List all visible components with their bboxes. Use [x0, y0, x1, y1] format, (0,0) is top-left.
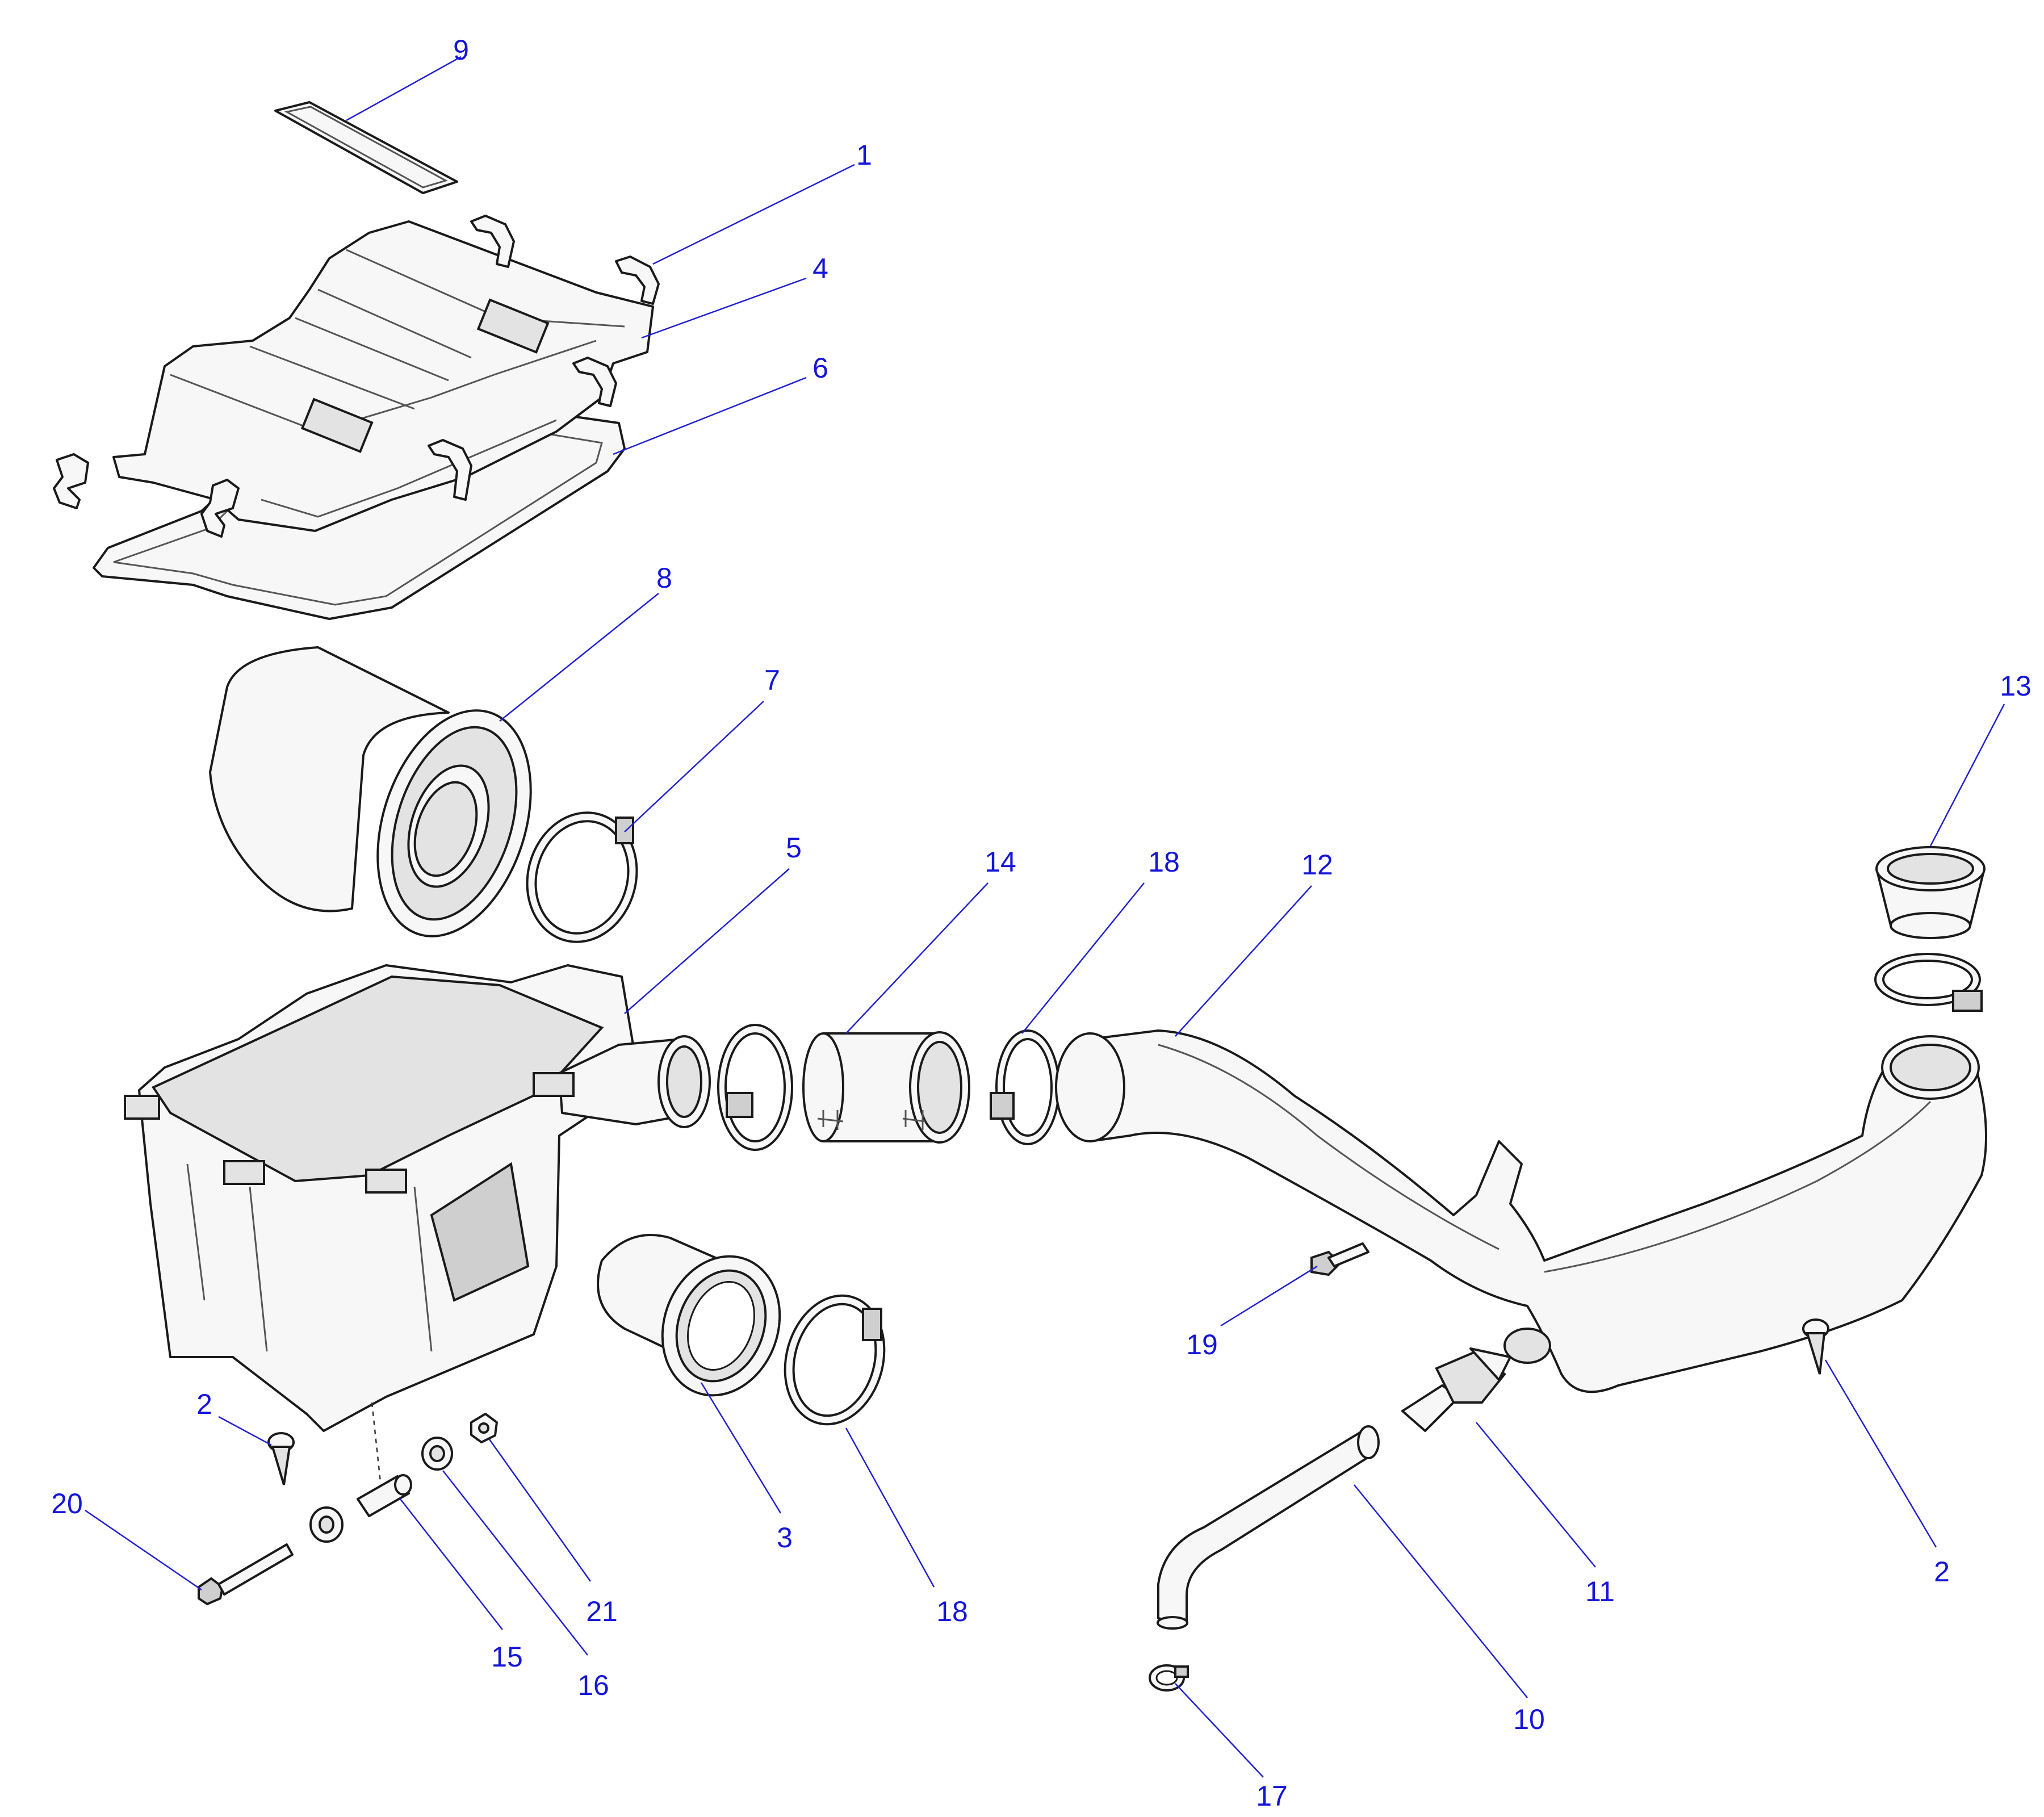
callout-18-lower: 18 [936, 1596, 968, 1627]
leader-2a [218, 1416, 272, 1446]
part-3-boot [597, 1234, 781, 1397]
part-18-clamp-upper [990, 1029, 1060, 1145]
callout-20: 20 [51, 1488, 83, 1519]
callout-11: 11 [1585, 1576, 1615, 1607]
leader-17 [1175, 1683, 1264, 1778]
leader-14 [845, 882, 989, 1034]
callout-2-right: 2 [1934, 1556, 1950, 1588]
callout-1: 1 [856, 139, 872, 171]
leader-6 [613, 376, 807, 455]
leader-19 [1220, 1265, 1318, 1327]
part-16-spacer [309, 1506, 344, 1543]
callouts: 9 1 4 6 8 7 5 14 18 12 13 19 11 10 17 2 … [51, 34, 2032, 1812]
part-7-clamp [526, 811, 638, 943]
part-13-intake-bell [1875, 846, 1986, 939]
callout-21: 21 [586, 1596, 618, 1627]
part-18-clamp-lower [784, 1294, 886, 1426]
part-2-drain-left [267, 1432, 295, 1485]
callout-2-left: 2 [196, 1388, 212, 1420]
callout-7: 7 [764, 664, 780, 696]
part-21-nut [470, 1413, 498, 1443]
leader-9 [346, 56, 462, 122]
leader-10 [1354, 1484, 1528, 1698]
part-2-drain-right [1802, 1318, 1829, 1375]
leader-8 [499, 593, 659, 722]
callout-19: 19 [1186, 1329, 1218, 1360]
part-18-clamp-left [717, 1024, 793, 1151]
callout-18-upper: 18 [1148, 846, 1180, 878]
leader-2b [1824, 1359, 1937, 1548]
part-11-valve [1401, 1347, 1511, 1432]
part-12-intake-tube [1055, 1029, 1987, 1393]
leader-18a [1021, 882, 1145, 1034]
part-16-grommet [421, 1437, 453, 1471]
part-14-coupler [802, 1031, 970, 1144]
callout-3: 3 [777, 1522, 793, 1554]
callout-17: 17 [1256, 1780, 1288, 1812]
leader-1 [652, 164, 855, 265]
part-10-hose [1157, 1425, 1380, 1630]
leader-13 [1929, 704, 2005, 847]
callout-12: 12 [1301, 849, 1333, 881]
leader-21 [488, 1439, 592, 1582]
part-1-clips [53, 215, 660, 538]
leader-12 [1175, 885, 1312, 1037]
callout-16: 16 [577, 1669, 609, 1701]
part-4-airbox-cover [112, 220, 654, 532]
leader-5 [624, 868, 790, 1014]
part-17-clamp [1149, 1664, 1189, 1692]
part-9-sheet [274, 101, 458, 194]
leader-18b [845, 1427, 935, 1588]
part-20-bolt [198, 1543, 294, 1606]
leader-20 [85, 1509, 202, 1591]
callout-13: 13 [2000, 670, 2032, 702]
part-15-sleeve [357, 1474, 412, 1517]
part-5-airbox-base [124, 964, 711, 1432]
callout-4: 4 [812, 253, 828, 284]
callout-15: 15 [491, 1641, 523, 1673]
leader-7 [624, 701, 764, 832]
callout-10: 10 [1513, 1703, 1545, 1735]
leader-3 [700, 1382, 782, 1514]
leader-16 [442, 1470, 588, 1656]
callout-14: 14 [985, 846, 1016, 878]
callout-9: 9 [453, 34, 469, 66]
part-8-air-filter [209, 646, 532, 937]
leader-15 [400, 1498, 503, 1630]
leader-11 [1476, 1422, 1596, 1568]
part-13-clamp [1874, 953, 1983, 1012]
leader-lines [85, 56, 2005, 1778]
assembly-axis-line [371, 1402, 382, 1483]
callout-5: 5 [786, 832, 802, 864]
callout-6: 6 [812, 352, 828, 384]
part-19-bolt [1310, 1242, 1369, 1276]
callout-8: 8 [656, 562, 672, 594]
leader-4 [641, 277, 807, 339]
